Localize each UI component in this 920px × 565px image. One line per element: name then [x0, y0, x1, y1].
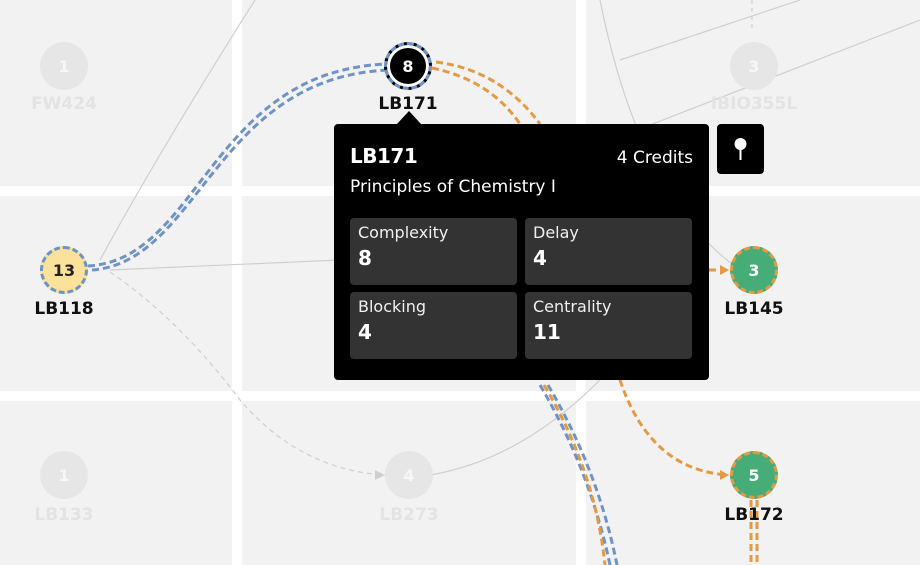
- postreq-path: [542, 384, 607, 565]
- course-node[interactable]: 3: [730, 246, 778, 294]
- edge: [429, 379, 601, 476]
- node-label: IBIO355L: [710, 94, 798, 114]
- metric-blocking: Blocking 4: [350, 292, 517, 359]
- edge: [109, 259, 341, 271]
- metric-value: 8: [358, 246, 372, 270]
- metric-label: Delay: [533, 223, 579, 242]
- edge-arrow: [720, 470, 729, 480]
- node-number: 5: [748, 465, 760, 485]
- tooltip-arrow: [397, 111, 421, 124]
- prereq-path: [538, 384, 612, 565]
- course-node[interactable]: 4: [385, 451, 433, 499]
- prereq-path: [87, 62, 389, 268]
- node-label: LB172: [724, 505, 784, 525]
- metric-delay: Delay 4: [525, 218, 692, 285]
- course-node[interactable]: 5: [730, 451, 778, 499]
- node-label: LB171: [378, 94, 438, 114]
- course-tooltip: LB171 4 Credits Principles of Chemistry …: [334, 124, 709, 380]
- metric-value: 4: [533, 246, 547, 270]
- node-number: 3: [748, 260, 760, 280]
- metric-centrality: Centrality 11: [525, 292, 692, 359]
- node-number: 1: [58, 465, 70, 485]
- course-node[interactable]: 1: [40, 451, 88, 499]
- node-number: 13: [52, 260, 76, 280]
- edge: [109, 271, 386, 476]
- pin-icon: [734, 138, 747, 160]
- metric-label: Centrality: [533, 297, 612, 316]
- node-number: 1: [58, 56, 70, 76]
- metric-value: 11: [533, 320, 561, 344]
- course-node[interactable]: 3: [730, 42, 778, 90]
- course-node-selected[interactable]: 8: [384, 42, 432, 90]
- course-node[interactable]: 1: [40, 42, 88, 90]
- edge-arrow: [720, 265, 729, 275]
- metric-value: 4: [358, 320, 372, 344]
- grid-cell: [0, 196, 232, 391]
- node-label: LB145: [724, 299, 784, 319]
- edge-arrow: [375, 470, 385, 480]
- tooltip-course-name: Principles of Chemistry I: [350, 177, 556, 197]
- node-number: 4: [403, 465, 415, 485]
- grid-cell: [0, 0, 232, 186]
- metric-complexity: Complexity 8: [350, 218, 517, 285]
- metric-label: Blocking: [358, 297, 427, 316]
- prereq-path: [546, 384, 619, 565]
- node-number: 3: [748, 56, 760, 76]
- edge: [99, 0, 256, 261]
- node-label: LB118: [34, 299, 94, 319]
- tooltip-credits: 4 Credits: [616, 148, 693, 168]
- postreq-path: [435, 60, 542, 125]
- tooltip-course-code: LB171: [350, 144, 418, 168]
- grid-cell: [0, 401, 232, 565]
- postreq-path: [618, 379, 729, 477]
- course-node[interactable]: 13: [40, 246, 88, 294]
- node-label: LB133: [34, 505, 94, 525]
- edge: [619, 0, 801, 61]
- metric-label: Complexity: [358, 223, 449, 242]
- node-label: FW424: [31, 94, 97, 114]
- pin-button[interactable]: [717, 124, 764, 174]
- postreq-path: [431, 66, 522, 125]
- node-number: 8: [402, 56, 414, 76]
- node-label: LB273: [379, 505, 439, 525]
